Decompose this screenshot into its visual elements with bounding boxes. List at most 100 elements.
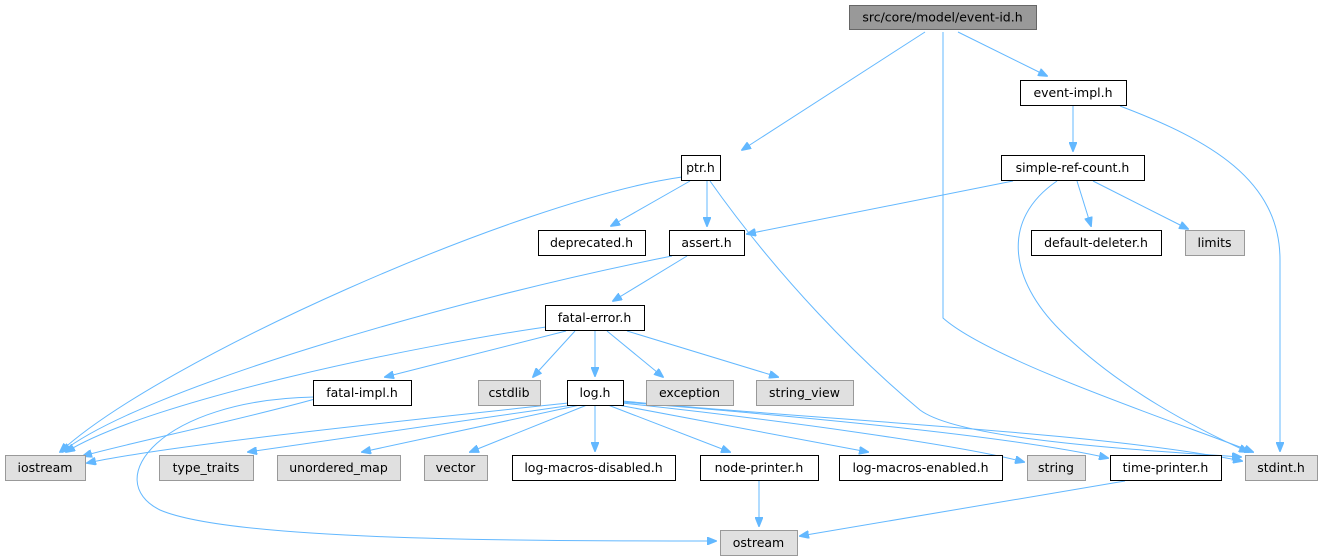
node-box	[849, 5, 1037, 30]
edge-assert-to-iostream	[62, 255, 673, 452]
edge-log-to-node-printer	[607, 404, 730, 452]
node-log-macros-enabled[interactable]: log-macros-enabled.h	[839, 455, 1003, 481]
node-label: vector	[436, 460, 477, 475]
node-box	[512, 455, 676, 481]
node-log[interactable]: log.h	[567, 380, 624, 406]
node-box	[1027, 455, 1086, 481]
edge-fatal-error-to-string_view	[626, 330, 778, 377]
node-label: exception	[659, 385, 720, 400]
node-event-id[interactable]: src/core/model/event-id.h	[849, 5, 1037, 30]
edge-fatal-error-to-cstdlib	[533, 330, 576, 377]
node-label: ptr.h	[686, 160, 715, 175]
edge-fatal-error-to-fatal-impl	[385, 330, 567, 377]
node-box	[1185, 230, 1245, 256]
edge-log-to-string	[621, 402, 1024, 462]
node-box	[538, 230, 646, 256]
node-box	[1020, 80, 1127, 106]
node-label: default-deleter.h	[1044, 235, 1148, 250]
node-box	[159, 455, 254, 481]
edge-assert-to-fatal-error	[613, 255, 688, 301]
node-string_view[interactable]: string_view	[756, 380, 854, 406]
edge-event-impl-to-stdint	[1119, 105, 1280, 451]
node-label: log.h	[580, 385, 611, 400]
node-node-printer[interactable]: node-printer.h	[700, 455, 819, 481]
edge-event-id-to-ptr	[742, 31, 926, 150]
node-label: cstdlib	[488, 385, 529, 400]
node-box	[720, 530, 798, 556]
node-label: fatal-impl.h	[326, 385, 398, 400]
node-box	[313, 380, 412, 406]
edge-log-to-type_traits	[248, 404, 574, 452]
node-vector[interactable]: vector	[424, 455, 488, 481]
node-box	[424, 455, 488, 481]
node-box	[567, 380, 624, 406]
node-fatal-error[interactable]: fatal-error.h	[545, 305, 645, 331]
node-label: unordered_map	[289, 460, 388, 475]
edge-fatal-error-to-exception	[606, 330, 663, 377]
node-deprecated[interactable]: deprecated.h	[538, 230, 646, 256]
node-label: src/core/model/event-id.h	[862, 10, 1022, 25]
node-label: stdint.h	[1257, 460, 1305, 475]
node-fatal-impl[interactable]: fatal-impl.h	[313, 380, 412, 406]
edge-fatal-impl-to-ostream	[136, 396, 716, 541]
edge-simple-ref-count-to-limits	[1092, 180, 1188, 229]
node-label: string_view	[769, 385, 840, 400]
node-box	[700, 455, 819, 481]
edge-ptr-to-iostream	[60, 176, 683, 452]
node-box	[1245, 455, 1318, 481]
node-box	[1001, 155, 1145, 181]
node-event-impl[interactable]: event-impl.h	[1020, 80, 1127, 106]
edge-log-to-stdint	[621, 400, 1242, 461]
node-label: fatal-error.h	[558, 310, 632, 325]
node-label: event-impl.h	[1033, 85, 1112, 100]
edge-simple-ref-count-to-stdint	[1017, 180, 1248, 452]
node-label: string	[1038, 460, 1074, 475]
node-box	[545, 305, 645, 331]
node-box	[756, 380, 854, 406]
node-ptr[interactable]: ptr.h	[681, 155, 721, 181]
node-box	[669, 230, 745, 256]
node-time-printer[interactable]: time-printer.h	[1110, 455, 1222, 481]
edge-log-to-vector	[470, 404, 588, 452]
edge-fatal-impl-to-iostream	[83, 398, 316, 456]
node-box	[681, 155, 721, 181]
node-limits[interactable]: limits	[1185, 230, 1245, 256]
edge-simple-ref-count-to-default-deleter	[1076, 180, 1091, 226]
edges-layer	[60, 31, 1280, 541]
node-type_traits[interactable]: type_traits	[159, 455, 254, 481]
edge-log-to-unordered_map	[362, 404, 581, 452]
edge-ptr-to-stdint	[709, 180, 1241, 457]
node-label: ostream	[733, 535, 784, 550]
node-ostream[interactable]: ostream	[720, 530, 798, 556]
node-iostream[interactable]: iostream	[5, 455, 86, 481]
node-simple-ref-count[interactable]: simple-ref-count.h	[1001, 155, 1145, 181]
node-label: time-printer.h	[1123, 460, 1209, 475]
node-box	[839, 455, 1003, 481]
node-label: log-macros-enabled.h	[852, 460, 988, 475]
node-log-macros-disabled[interactable]: log-macros-disabled.h	[512, 455, 676, 481]
node-label: assert.h	[681, 235, 731, 250]
node-stdint[interactable]: stdint.h	[1245, 455, 1318, 481]
edge-ptr-to-deprecated	[611, 180, 691, 226]
node-box	[1031, 230, 1162, 256]
node-label: simple-ref-count.h	[1016, 160, 1130, 175]
node-label: deprecated.h	[550, 235, 633, 250]
node-box	[478, 380, 541, 406]
edge-log-to-log-macros-enabled	[617, 404, 868, 452]
node-label: node-printer.h	[715, 460, 804, 475]
edge-time-printer-to-ostream	[800, 480, 1126, 536]
edge-simple-ref-count-to-assert	[747, 180, 1014, 234]
edge-fatal-error-to-iostream	[66, 326, 547, 452]
edge-log-to-iostream	[87, 402, 569, 463]
node-unordered_map[interactable]: unordered_map	[277, 455, 401, 481]
node-assert[interactable]: assert.h	[669, 230, 745, 256]
node-string[interactable]: string	[1027, 455, 1086, 481]
node-box	[1110, 455, 1222, 481]
node-cstdlib[interactable]: cstdlib	[478, 380, 541, 406]
nodes-layer: src/core/model/event-id.h event-impl.h ptr…	[5, 5, 1318, 556]
node-exception[interactable]: exception	[646, 380, 734, 406]
node-box	[277, 455, 401, 481]
node-default-deleter[interactable]: default-deleter.h	[1031, 230, 1162, 256]
node-box	[5, 455, 86, 481]
